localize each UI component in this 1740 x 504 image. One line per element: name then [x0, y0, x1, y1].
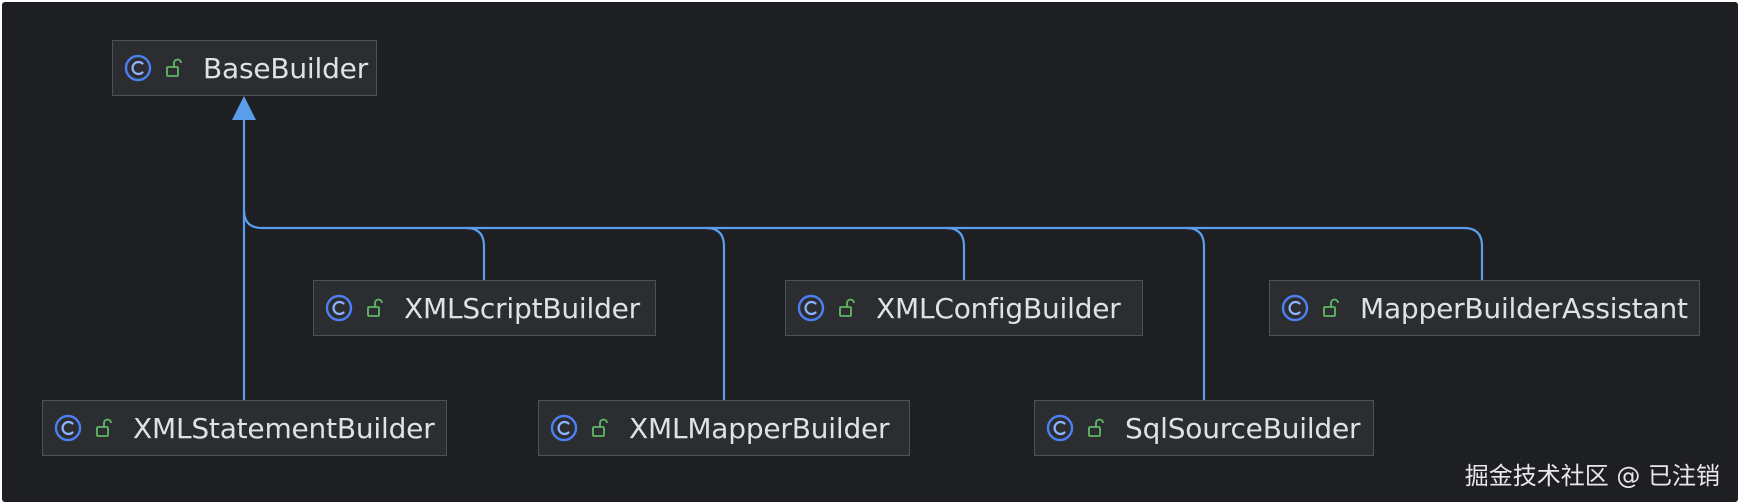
- unlocked-lock-icon: [96, 418, 112, 437]
- node-xmlstatementbuilder[interactable]: XMLStatementBuilder: [42, 400, 447, 456]
- node-sqlsourcebuilder[interactable]: SqlSourceBuilder: [1034, 400, 1374, 456]
- edge-xml-config: [945, 226, 966, 280]
- node-label: MapperBuilderAssistant: [1360, 291, 1688, 325]
- unlocked-lock-icon: [367, 298, 383, 317]
- edge-xml-script: [465, 226, 486, 280]
- watermark: 掘金技术社区 @ 已注销: [1464, 462, 1720, 490]
- class-icon: [325, 294, 353, 322]
- edge-bus: [242, 209, 1484, 280]
- unlocked-lock-icon: [1088, 418, 1104, 437]
- node-basebuilder[interactable]: BaseBuilder: [112, 40, 377, 96]
- edge-sql-source: [1185, 226, 1206, 400]
- inheritance-arrowhead: [232, 96, 256, 120]
- node-xmlmapperbuilder[interactable]: XMLMapperBuilder: [538, 400, 910, 456]
- node-mapperbuilderassistant[interactable]: MapperBuilderAssistant: [1269, 280, 1700, 336]
- node-label: XMLConfigBuilder: [876, 291, 1121, 325]
- unlocked-lock-icon: [839, 298, 855, 317]
- node-label: XMLMapperBuilder: [629, 411, 890, 445]
- node-label: XMLStatementBuilder: [133, 411, 435, 445]
- class-icon: [1046, 414, 1074, 442]
- edge-xml-mapper: [705, 226, 726, 400]
- class-icon: [1281, 294, 1309, 322]
- class-icon: [797, 294, 825, 322]
- node-label: BaseBuilder: [203, 51, 369, 85]
- unlocked-lock-icon: [166, 58, 182, 77]
- node-label: SqlSourceBuilder: [1125, 411, 1361, 445]
- node-label: XMLScriptBuilder: [404, 291, 640, 325]
- class-icon: [550, 414, 578, 442]
- class-icon: [124, 54, 152, 82]
- unlocked-lock-icon: [592, 418, 608, 437]
- node-xmlscriptbuilder[interactable]: XMLScriptBuilder: [313, 280, 656, 336]
- class-icon: [54, 414, 82, 442]
- node-xmlconfigbuilder[interactable]: XMLConfigBuilder: [785, 280, 1143, 336]
- unlocked-lock-icon: [1323, 298, 1339, 317]
